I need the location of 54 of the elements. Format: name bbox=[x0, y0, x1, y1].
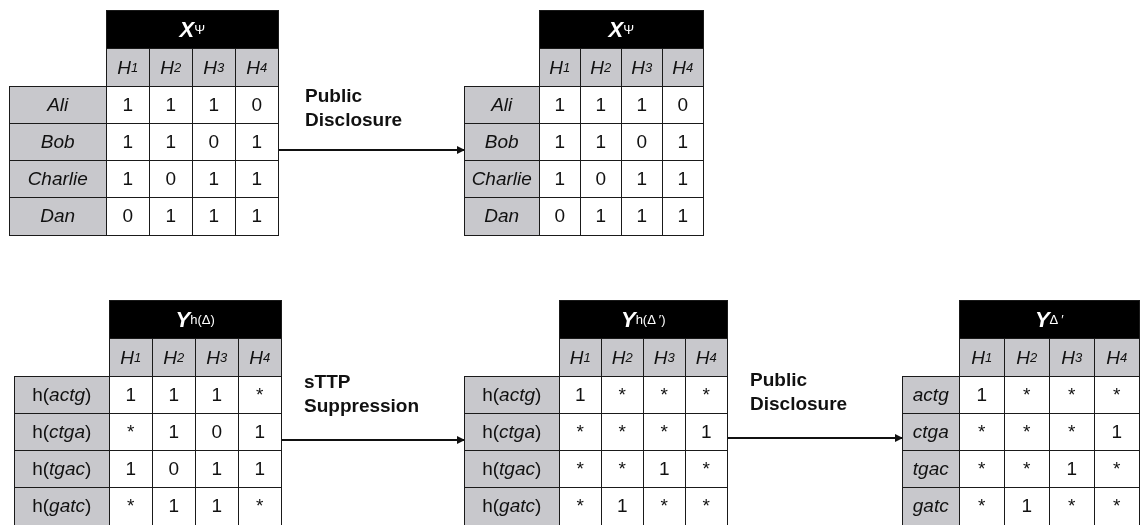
table-cell: 1 bbox=[661, 123, 704, 162]
row-header: ctga bbox=[901, 413, 960, 452]
row-header: Ali bbox=[8, 86, 107, 125]
table-cell: 1 bbox=[234, 123, 279, 162]
table-cell: 1 bbox=[620, 197, 663, 236]
table-cell: 1 bbox=[1093, 413, 1140, 452]
table-cell: * bbox=[684, 487, 728, 525]
table-cell: 1 bbox=[579, 197, 622, 236]
arrow bbox=[281, 436, 466, 444]
table-cell: 1 bbox=[661, 160, 704, 199]
data-table bbox=[10, 10, 279, 234]
row-header: Charlie bbox=[463, 160, 540, 199]
row-header: gatc bbox=[901, 487, 960, 525]
row-header: Dan bbox=[463, 197, 540, 236]
table-cell: * bbox=[1093, 487, 1140, 525]
table-cell: 0 bbox=[661, 86, 704, 125]
arrow bbox=[278, 146, 466, 154]
data-table bbox=[465, 10, 704, 234]
row-header: h(actg) bbox=[13, 376, 110, 415]
row-header: h(gatc) bbox=[463, 487, 560, 525]
row-header: h(ctga) bbox=[463, 413, 560, 452]
table-cell: * bbox=[237, 487, 282, 525]
row-header: h(gatc) bbox=[13, 487, 110, 525]
table-cell: 1 bbox=[148, 197, 193, 236]
row-header: Bob bbox=[463, 123, 540, 162]
table-cell: 1 bbox=[191, 197, 236, 236]
table-cell: * bbox=[237, 376, 282, 415]
row-header: Charlie bbox=[8, 160, 107, 199]
table-cell: 1 bbox=[684, 413, 728, 452]
table-cell: 0 bbox=[234, 86, 279, 125]
row-header: h(ctga) bbox=[13, 413, 110, 452]
data-table bbox=[15, 300, 282, 524]
row-header: actg bbox=[901, 376, 960, 415]
table-cell: 0 bbox=[538, 197, 581, 236]
table-cell: 1 bbox=[234, 197, 279, 236]
table-cell: 0 bbox=[105, 197, 150, 236]
table-cell: * bbox=[1093, 450, 1140, 489]
row-header: h(actg) bbox=[463, 376, 560, 415]
data-table bbox=[465, 300, 728, 524]
data-table bbox=[903, 300, 1140, 524]
row-header: Dan bbox=[8, 197, 107, 236]
table-cell: 1 bbox=[237, 450, 282, 489]
row-header: h(tgac) bbox=[463, 450, 560, 489]
table-cell: * bbox=[684, 450, 728, 489]
table-cell: * bbox=[1093, 376, 1140, 415]
row-header: tgac bbox=[901, 450, 960, 489]
row-header: Ali bbox=[463, 86, 540, 125]
table-cell: 1 bbox=[234, 160, 279, 199]
table-cell: 1 bbox=[661, 197, 704, 236]
table-cell: * bbox=[684, 376, 728, 415]
row-header: h(tgac) bbox=[13, 450, 110, 489]
row-header: Bob bbox=[8, 123, 107, 162]
arrow bbox=[727, 434, 904, 442]
table-cell: 1 bbox=[237, 413, 282, 452]
